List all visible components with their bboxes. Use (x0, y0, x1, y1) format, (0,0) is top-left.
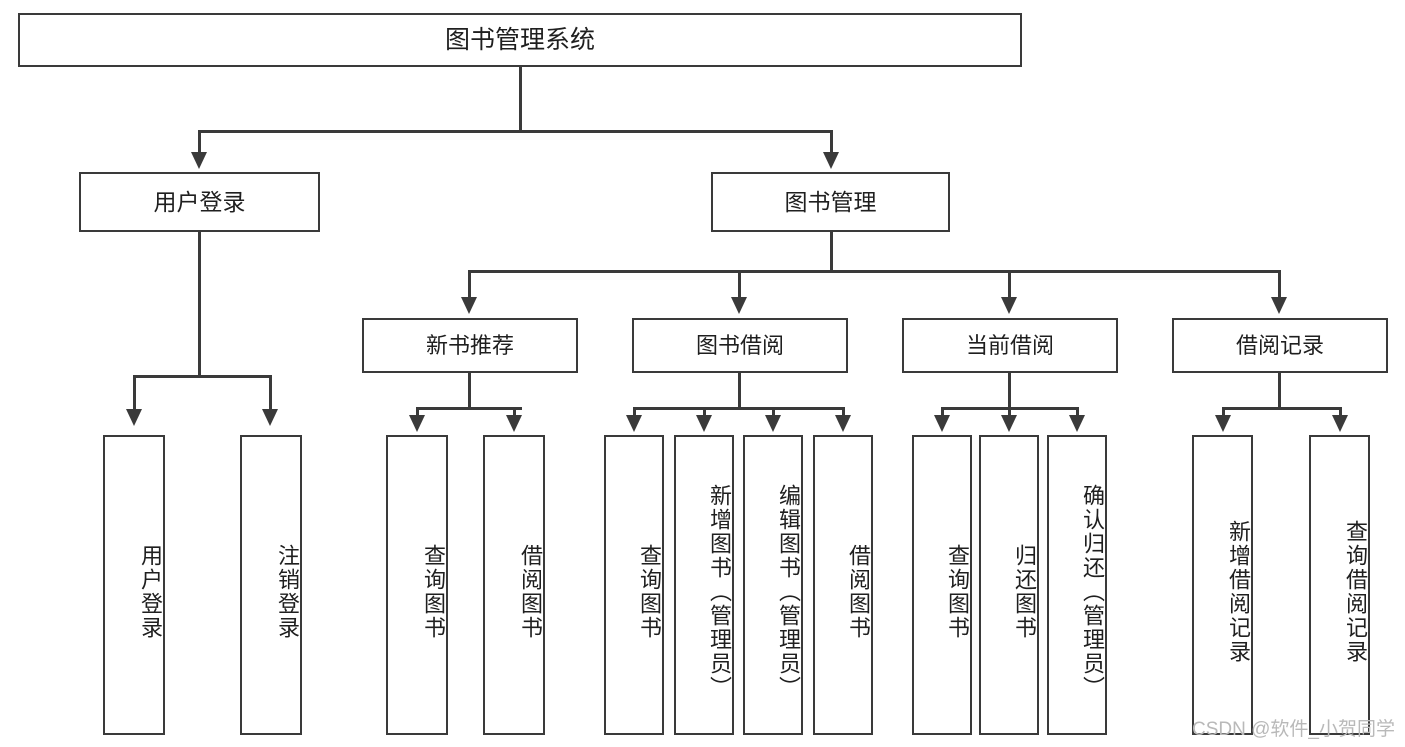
leaf-nbr-query-book[interactable]: 查询图书 (386, 435, 448, 735)
edge-book-manage-stem (830, 232, 833, 272)
edge-nbr-stem (468, 373, 471, 409)
edge-bb-drop-2 (703, 407, 706, 418)
edge-br-bus (1222, 407, 1341, 410)
node-new-book-recommend[interactable]: 新书推荐 (362, 318, 578, 373)
edge-user-login-drop-1 (133, 375, 136, 412)
leaf-user-login-login[interactable]: 用户登录 (103, 435, 165, 735)
edge-bb-drop-1 (633, 407, 636, 418)
edge-cb-stem (1008, 373, 1011, 409)
edge-bb-drop-3 (772, 407, 775, 418)
edge-bb-drop-4 (842, 407, 845, 418)
edge-root-drop-right (830, 130, 833, 155)
edge-nbr-drop-2 (513, 407, 516, 418)
leaf-bb-borrow-book[interactable]: 借阅图书 (813, 435, 873, 735)
edge-book-manage-drop-1 (468, 270, 471, 300)
node-borrow-record[interactable]: 借阅记录 (1172, 318, 1388, 373)
arrow-cb-leaf-2 (1001, 415, 1017, 432)
arrow-nbr-leaf-2 (506, 415, 522, 432)
arrow-bb-leaf-4 (835, 415, 851, 432)
node-book-borrow[interactable]: 图书借阅 (632, 318, 848, 373)
edge-br-drop-1 (1222, 407, 1225, 418)
leaf-bb-query-book[interactable]: 查询图书 (604, 435, 664, 735)
arrow-bb-leaf-2 (696, 415, 712, 432)
edge-bb-stem (738, 373, 741, 409)
edge-cb-drop-2 (1008, 407, 1011, 418)
edge-user-login-bus (133, 375, 271, 378)
edge-root-stem (519, 67, 522, 132)
leaf-br-add-record[interactable]: 新增借阅记录 (1192, 435, 1253, 735)
edge-br-drop-2 (1339, 407, 1342, 418)
edge-cb-drop-3 (1076, 407, 1079, 418)
leaf-user-login-logout[interactable]: 注销登录 (240, 435, 302, 735)
arrow-br-leaf-1 (1215, 415, 1231, 432)
edge-cb-drop-1 (941, 407, 944, 418)
arrow-to-borrow-record (1271, 297, 1287, 314)
edge-root-bus (198, 130, 832, 133)
arrow-user-login-leaf-2 (262, 409, 278, 426)
arrow-to-new-book-recommend (461, 297, 477, 314)
leaf-nbr-borrow-book[interactable]: 借阅图书 (483, 435, 545, 735)
node-user-login[interactable]: 用户登录 (79, 172, 320, 232)
arrow-br-leaf-2 (1332, 415, 1348, 432)
edge-book-manage-drop-3 (1008, 270, 1011, 300)
arrow-nbr-leaf-1 (409, 415, 425, 432)
leaf-cb-confirm-return-admin[interactable]: 确认归还（管理员） (1047, 435, 1107, 735)
edge-nbr-drop-1 (416, 407, 419, 418)
arrow-user-login-leaf-1 (126, 409, 142, 426)
edge-book-manage-drop-2 (738, 270, 741, 300)
arrow-to-current-borrow (1001, 297, 1017, 314)
edge-book-manage-bus (468, 270, 1280, 273)
csdn-watermark: CSDN @软件_小贺同学 (1192, 719, 1395, 740)
arrow-bb-leaf-3 (765, 415, 781, 432)
leaf-bb-add-book-admin[interactable]: 新增图书（管理员） (674, 435, 734, 735)
arrow-bb-leaf-1 (626, 415, 642, 432)
arrow-to-user-login (191, 152, 207, 169)
edge-root-drop-left (198, 130, 201, 155)
node-book-manage[interactable]: 图书管理 (711, 172, 950, 232)
arrow-to-book-manage (823, 152, 839, 169)
leaf-cb-query-book[interactable]: 查询图书 (912, 435, 972, 735)
edge-user-login-stem (198, 232, 201, 377)
node-current-borrow[interactable]: 当前借阅 (902, 318, 1118, 373)
leaf-br-query-record[interactable]: 查询借阅记录 (1309, 435, 1370, 735)
edge-bb-bus (633, 407, 844, 410)
arrow-cb-leaf-3 (1069, 415, 1085, 432)
leaf-cb-return-book[interactable]: 归还图书 (979, 435, 1039, 735)
leaf-bb-edit-book-admin[interactable]: 编辑图书（管理员） (743, 435, 803, 735)
node-root-system[interactable]: 图书管理系统 (18, 13, 1022, 67)
arrow-to-book-borrow (731, 297, 747, 314)
edge-br-stem (1278, 373, 1281, 409)
edge-nbr-bus (416, 407, 522, 410)
edge-user-login-drop-2 (269, 375, 272, 412)
edge-book-manage-drop-4 (1278, 270, 1281, 300)
arrow-cb-leaf-1 (934, 415, 950, 432)
